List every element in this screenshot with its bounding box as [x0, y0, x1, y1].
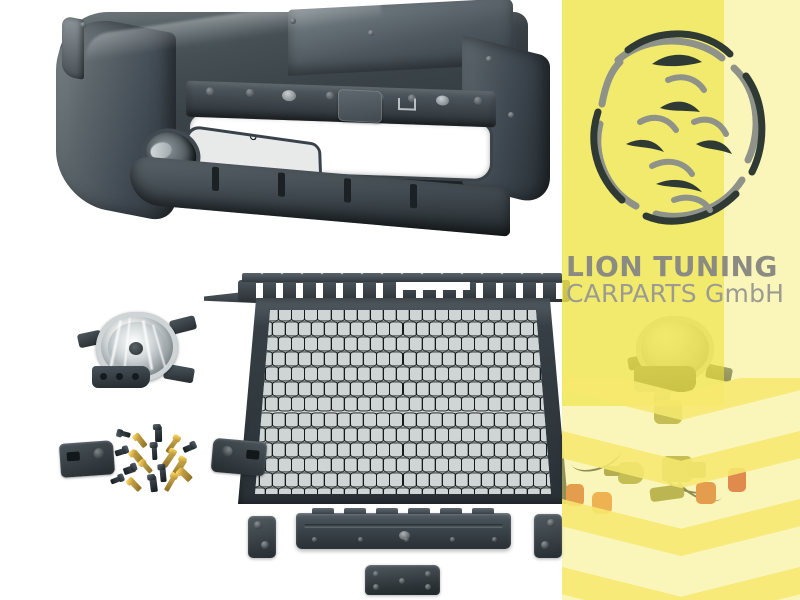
screw	[149, 475, 158, 493]
wiring-connectors-and-clips	[566, 400, 766, 514]
screw	[151, 443, 158, 461]
screw	[182, 442, 196, 454]
mounting-bracket-left	[248, 516, 276, 558]
screw	[114, 447, 128, 457]
lion-head-logo	[556, 4, 800, 256]
crossbar-hole-right	[436, 95, 449, 106]
brand-line-1: LION TUNING	[566, 250, 778, 283]
front-bumper-cover	[38, 0, 558, 250]
brand-line-2: CARPARTS GmbH	[566, 279, 785, 309]
screw	[122, 464, 137, 476]
screw	[127, 477, 143, 493]
mounting-hardware-set	[58, 424, 270, 510]
screw	[154, 425, 163, 443]
fog-housing-base-second	[634, 366, 696, 392]
mounting-bracket-right	[534, 514, 562, 558]
screw	[159, 465, 167, 483]
watermark-brand-text: LION TUNING CARPARTS GmbH	[566, 252, 798, 307]
screw	[139, 460, 154, 474]
plate-holder-center-hole	[399, 531, 410, 540]
screw	[178, 467, 193, 483]
crossbar-clip-b	[398, 97, 416, 111]
grille-mesh-area	[255, 310, 551, 494]
screw	[118, 430, 131, 438]
fog-bulb	[129, 342, 143, 355]
hardware-bracket-left	[58, 440, 116, 478]
screw	[110, 475, 123, 485]
fog-light-assembly-second	[627, 312, 736, 408]
fog-light-assembly	[76, 302, 198, 402]
fog-housing-base	[92, 366, 150, 388]
license-plate-holder	[296, 508, 511, 549]
grille-top-rail	[238, 273, 570, 302]
screw	[134, 433, 148, 449]
plate-holder-groove	[304, 524, 503, 528]
small-mounting-plate	[365, 565, 440, 595]
crossbar-hole-left	[282, 89, 296, 102]
rs-honeycomb-grille	[204, 273, 590, 514]
tow-hook-cover	[338, 88, 382, 124]
hardware-bracket-right	[210, 437, 268, 477]
